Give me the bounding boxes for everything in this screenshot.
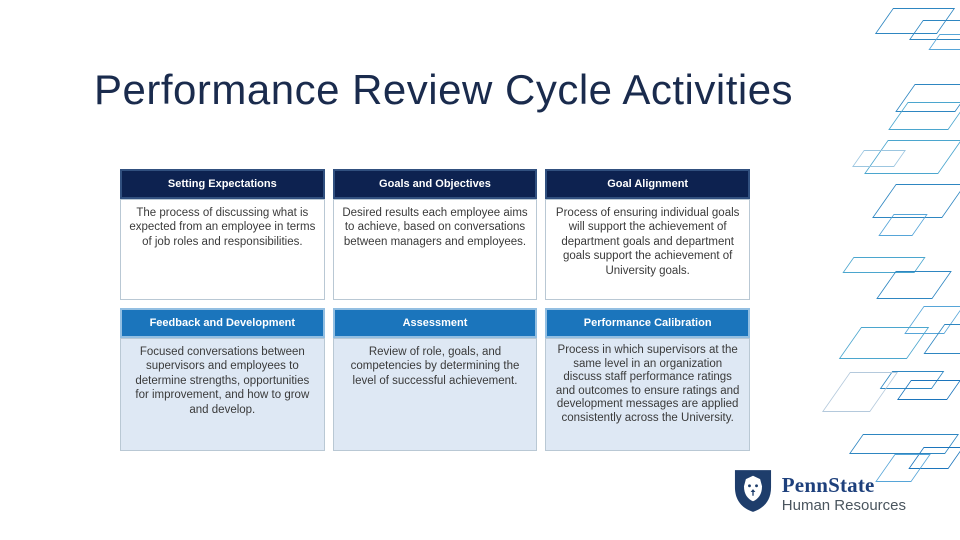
parallelogram-shape — [838, 327, 930, 359]
definition-table-row-2: Feedback and Development Assessment Perf… — [120, 308, 750, 451]
body-feedback-and-development: Focused conversations between supervisor… — [120, 338, 325, 451]
parallelogram-shape — [821, 372, 899, 412]
body-goal-alignment: Process of ensuring individual goals wil… — [545, 199, 750, 300]
parallelogram-shape — [872, 184, 960, 218]
logo-brand-name: PennState — [781, 472, 875, 497]
pennstate-shield-icon — [734, 469, 772, 518]
header-assessment: Assessment — [332, 308, 538, 338]
header-goals-and-objectives: Goals and Objectives — [332, 169, 538, 199]
body-performance-calibration: Process in which supervisors at the same… — [545, 338, 750, 451]
header-feedback-and-development: Feedback and Development — [120, 308, 325, 338]
header-setting-expectations: Setting Expectations — [120, 169, 325, 199]
pennstate-hr-logo: PennState Human Resources — [734, 469, 906, 518]
logo-text: PennState Human Resources — [782, 474, 906, 514]
logo-subtitle: Human Resources — [781, 496, 906, 514]
body-assessment: Review of role, goals, and competencies … — [332, 338, 538, 451]
parallelogram-shape — [876, 271, 952, 299]
body-setting-expectations: The process of discussing what is expect… — [120, 199, 325, 300]
header-goal-alignment: Goal Alignment — [545, 169, 750, 199]
definition-table-row-1: Setting Expectations Goals and Objective… — [120, 169, 750, 300]
header-performance-calibration: Performance Calibration — [545, 308, 750, 338]
page-title: Performance Review Cycle Activities — [94, 66, 794, 113]
body-goals-and-objectives: Desired results each employee aims to ac… — [332, 199, 538, 300]
